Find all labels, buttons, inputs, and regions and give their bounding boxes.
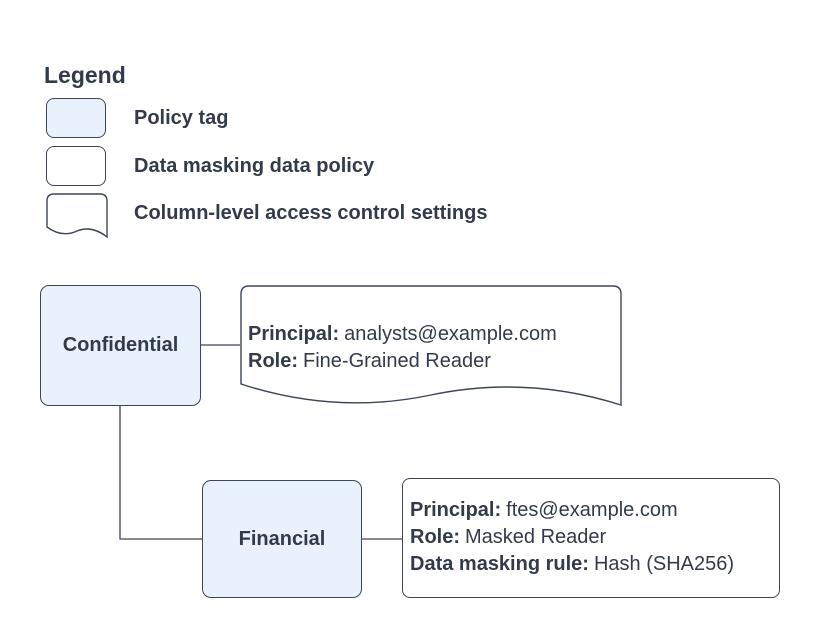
legend-title: Legend <box>44 62 126 88</box>
data-masking-rule-label: Data masking rule: <box>410 553 589 575</box>
data-masking-policy-box <box>402 478 780 598</box>
role-label: Role: <box>410 526 460 548</box>
legend-item-policy-tag: Policy tag <box>134 107 229 129</box>
role-value: Fine-Grained Reader <box>303 350 491 372</box>
role-label: Role: <box>248 350 298 372</box>
policy-tag-confidential-label: Confidential <box>62 334 179 356</box>
document-shape-swatch <box>46 193 108 239</box>
principal-label: Principal: <box>410 499 502 521</box>
policy-tag-financial: Financial <box>202 480 362 598</box>
role-line: Role:Fine-Grained Reader <box>248 348 614 375</box>
data-masking-policy-text: Principal:ftes@example.com Role:Masked R… <box>410 497 774 578</box>
role-value: Masked Reader <box>465 526 607 548</box>
principal-line: Principal:ftes@example.com <box>410 497 774 524</box>
legend-item-data-masking-policy: Data masking data policy <box>134 155 375 177</box>
principal-value: ftes@example.com <box>506 499 678 521</box>
policy-tag-confidential: Confidential <box>40 285 201 406</box>
principal-line: Principal:analysts@example.com <box>248 321 614 348</box>
policy-tag-swatch <box>46 98 106 138</box>
access-control-settings-shape <box>240 285 622 406</box>
data-masking-policy-swatch <box>46 146 106 186</box>
legend-item-access-control-settings: Column-level access control settings <box>134 202 488 224</box>
principal-label: Principal: <box>248 323 340 345</box>
data-masking-rule-value: Hash (SHA256) <box>593 553 735 575</box>
role-line: Role:Masked Reader <box>410 524 774 551</box>
connector-confidential-to-financial <box>119 406 202 540</box>
data-masking-rule-line: Data masking rule:Hash (SHA256) <box>410 551 774 578</box>
policy-tag-financial-label: Financial <box>238 527 326 550</box>
principal-value: analysts@example.com <box>344 323 557 345</box>
access-control-settings-text: Principal:analysts@example.com Role:Fine… <box>248 321 614 375</box>
